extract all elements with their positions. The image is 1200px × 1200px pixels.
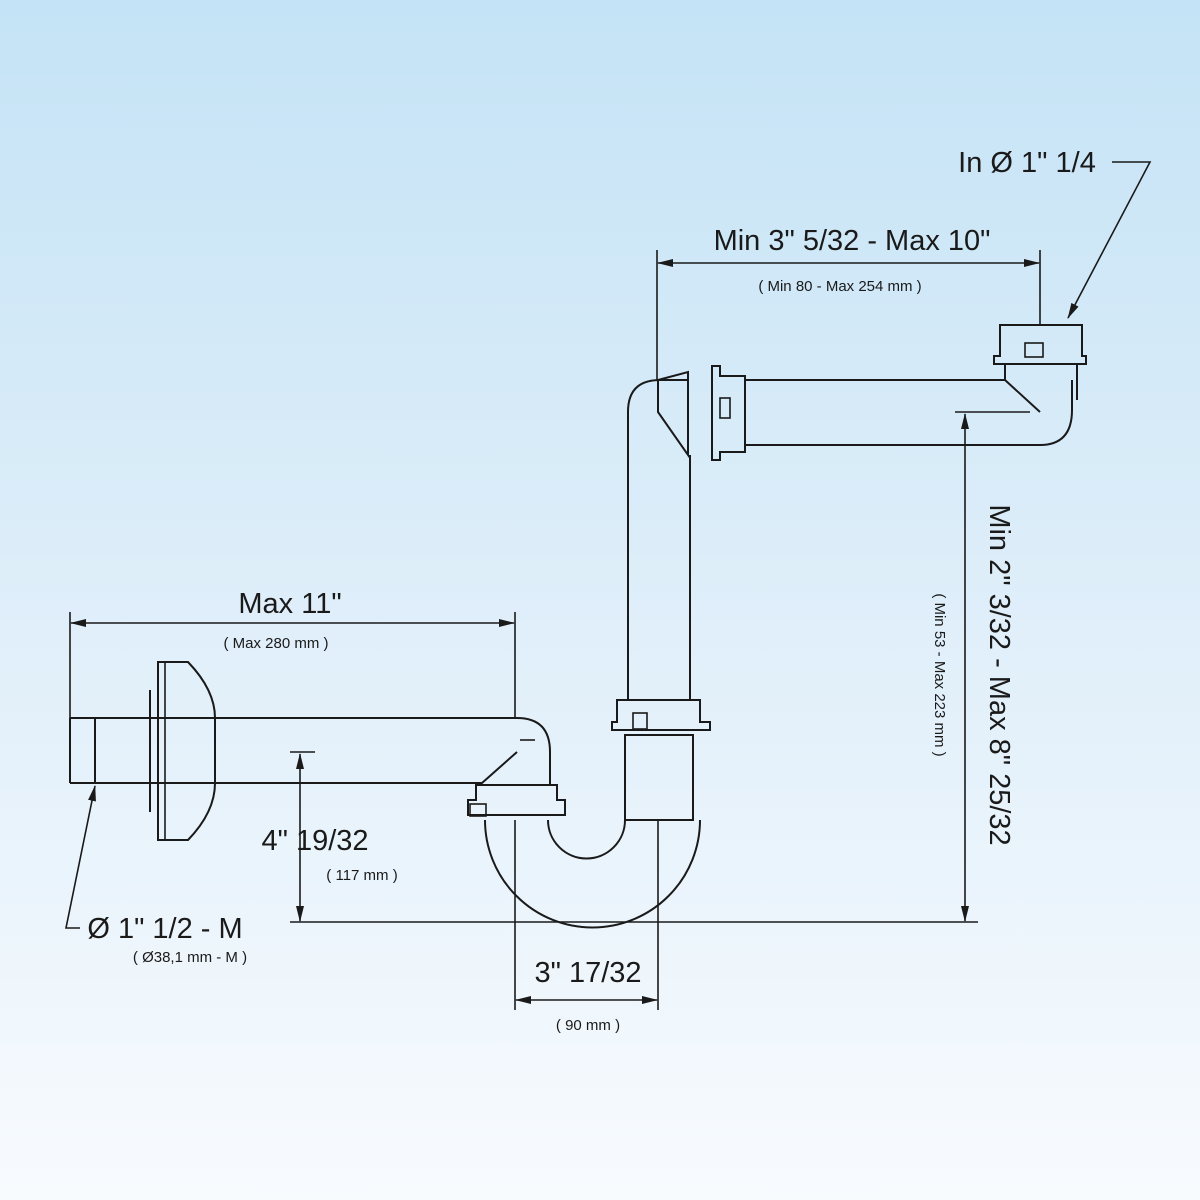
outlet-length-label: Max 11" <box>238 588 341 620</box>
outlet-height-mm-label: ( 117 mm ) <box>326 867 397 884</box>
outlet-diameter-mm-label: ( Ø38,1 mm - M ) <box>133 949 247 966</box>
dimension-lines <box>65 161 1152 1010</box>
height-mm-label: ( Min 53 - Max 223 mm ) <box>931 593 948 756</box>
outlet-height-label: 4" 19/32 <box>261 825 368 857</box>
outlet-diameter-label: Ø 1" 1/2 - M <box>87 913 242 945</box>
outlet-length-mm-label: ( Max 280 mm ) <box>223 635 328 652</box>
inlet-diameter-label: In Ø 1" 1/4 <box>958 147 1096 179</box>
top-width-label: Min 3" 5/32 - Max 10" <box>714 225 991 257</box>
top-width-mm-label: ( Min 80 - Max 254 mm ) <box>758 278 921 295</box>
trap-width-label: 3" 17/32 <box>534 957 641 989</box>
height-label: Min 2" 3/32 - Max 8" 25/32 <box>983 504 1015 845</box>
trap-pipework <box>69 324 1087 929</box>
trap-width-mm-label: ( 90 mm ) <box>556 1017 620 1034</box>
